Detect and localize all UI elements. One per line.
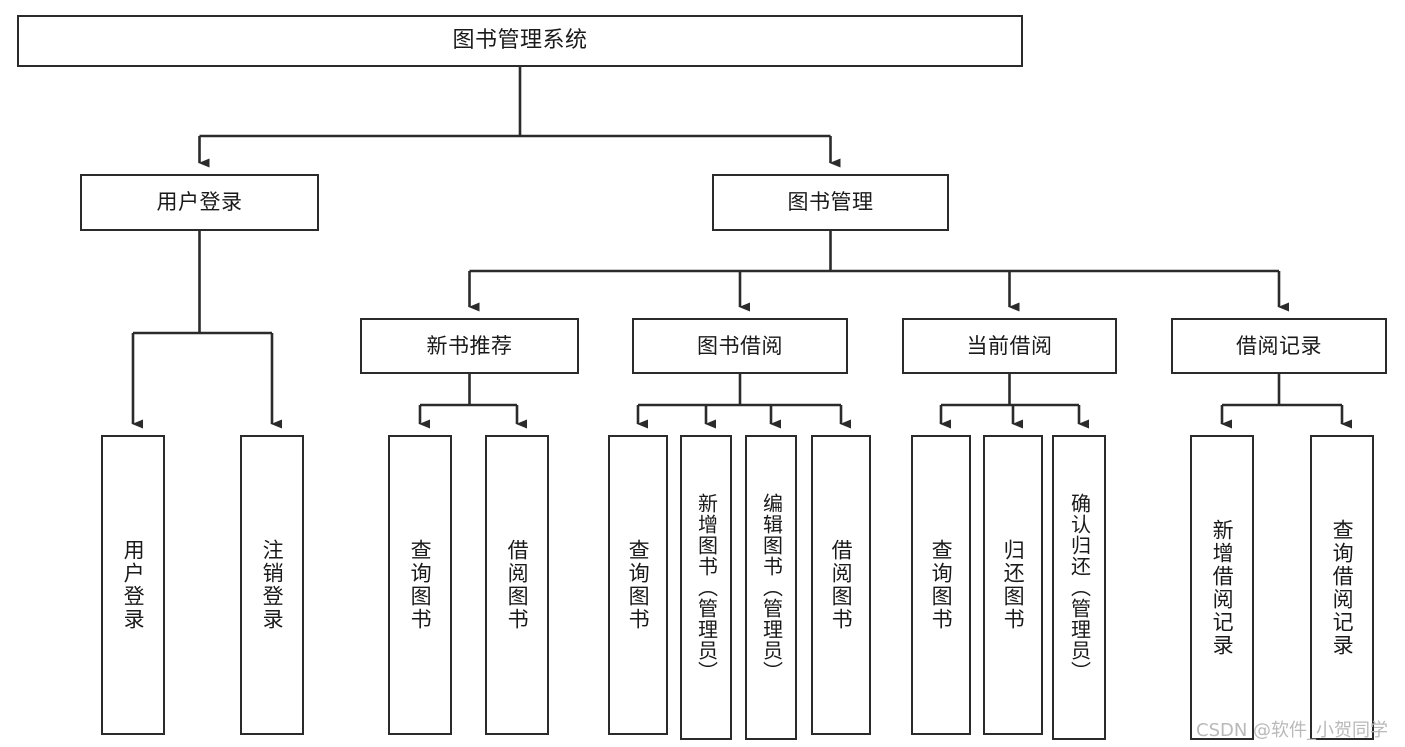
watermark-text: CSDN @软件_小贺同学	[1196, 720, 1389, 741]
node-leaf-query-borrow-record[interactable]: 查询借阅记录	[1310, 435, 1374, 740]
node-label: 用户登录	[121, 539, 146, 631]
node-label: 图书管理系统	[452, 28, 588, 54]
node-new-book-recommend[interactable]: 新书推荐	[360, 318, 579, 374]
node-label: 当前借阅	[966, 333, 1053, 358]
node-label: 查询图书	[408, 539, 433, 631]
node-leaf-add-book-admin[interactable]: 新增图书（管理员）	[680, 435, 732, 740]
node-label: 借阅图书	[829, 539, 854, 631]
node-label: 编辑图书（管理员）	[759, 493, 784, 682]
node-leaf-query-book-1[interactable]: 查询图书	[388, 435, 452, 735]
node-leaf-add-borrow-record[interactable]: 新增借阅记录	[1190, 435, 1254, 740]
node-label: 新增图书（管理员）	[694, 493, 719, 682]
node-label: 注销登录	[260, 539, 285, 631]
node-label: 新增借阅记录	[1210, 518, 1235, 657]
node-label: 图书管理	[787, 190, 874, 215]
node-borrow-record[interactable]: 借阅记录	[1171, 318, 1387, 374]
node-leaf-query-book-3[interactable]: 查询图书	[911, 435, 971, 735]
node-label: 查询图书	[626, 539, 651, 631]
node-label: 确认归还（管理员）	[1067, 493, 1092, 682]
node-leaf-user-login[interactable]: 用户登录	[101, 435, 165, 735]
node-book-manage[interactable]: 图书管理	[712, 174, 949, 231]
node-leaf-borrow-book-1[interactable]: 借阅图书	[485, 435, 549, 735]
node-label: 归还图书	[1001, 539, 1026, 631]
node-current-borrow[interactable]: 当前借阅	[902, 318, 1117, 374]
node-leaf-confirm-return-admin[interactable]: 确认归还（管理员）	[1052, 435, 1106, 740]
node-leaf-user-logout[interactable]: 注销登录	[240, 435, 304, 735]
node-label: 图书借阅	[697, 333, 783, 358]
node-user-login[interactable]: 用户登录	[80, 174, 319, 231]
node-label: 新书推荐	[426, 333, 513, 358]
node-label: 查询图书	[929, 539, 954, 631]
node-leaf-return-book[interactable]: 归还图书	[983, 435, 1043, 735]
node-leaf-edit-book-admin[interactable]: 编辑图书（管理员）	[745, 435, 797, 740]
node-label: 查询借阅记录	[1330, 518, 1355, 657]
node-label: 用户登录	[156, 190, 243, 215]
node-book-borrow[interactable]: 图书借阅	[632, 318, 848, 374]
node-root[interactable]: 图书管理系统	[17, 15, 1023, 67]
node-leaf-query-book-2[interactable]: 查询图书	[608, 435, 668, 735]
node-label: 借阅图书	[505, 539, 530, 631]
node-leaf-borrow-book-2[interactable]: 借阅图书	[811, 435, 871, 735]
node-label: 借阅记录	[1236, 333, 1322, 358]
